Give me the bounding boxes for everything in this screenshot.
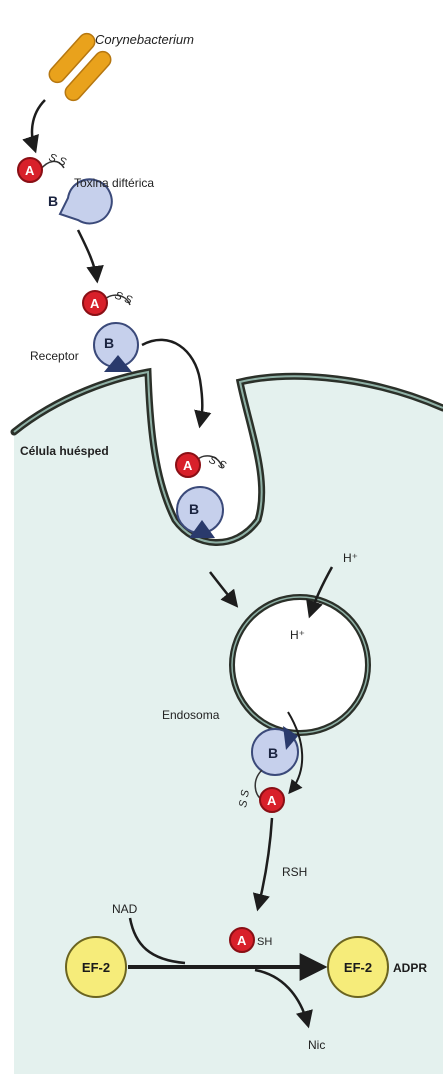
adpr-label: ADPR xyxy=(393,961,427,975)
toxin-in-vesicle: B A S S xyxy=(176,453,228,538)
subunit-b-label: B xyxy=(104,335,114,351)
subunit-b-label: B xyxy=(48,193,58,209)
proton-outside-label: H⁺ xyxy=(343,551,358,565)
nic-label: Nic xyxy=(308,1038,325,1052)
arrow-bacterium-to-toxin xyxy=(32,100,45,150)
reduced-subunit-a-label: A xyxy=(237,933,247,948)
toxin-receptor-complex: B A S S xyxy=(83,290,138,372)
endosome-label: Endosoma xyxy=(162,708,220,722)
ef2-right-label: EF-2 xyxy=(344,960,372,975)
toxin-label: Toxina diftérica xyxy=(74,176,154,190)
proton-inside-label: H⁺ xyxy=(290,628,305,642)
subunit-a-label: A xyxy=(183,458,193,473)
disulfide-label: S S xyxy=(47,152,68,170)
rsh-label: RSH xyxy=(282,865,307,879)
host-cell-label: Célula huésped xyxy=(20,444,109,458)
nad-label: NAD xyxy=(112,902,138,916)
subunit-a-label: A xyxy=(267,793,277,808)
bacterium-label: Corynebacterium xyxy=(95,32,194,47)
sh-label: SH xyxy=(257,936,272,948)
subunit-b-label: B xyxy=(268,745,278,761)
disulfide-label: S S xyxy=(207,454,229,473)
arrow-toxin-to-receptor xyxy=(78,230,97,280)
disulfide-label: S S xyxy=(113,290,134,308)
subunit-b-label: B xyxy=(189,501,199,517)
receptor-label: Receptor xyxy=(30,349,79,363)
subunit-a-label: A xyxy=(25,163,35,178)
ef2-left-label: EF-2 xyxy=(82,960,110,975)
subunit-a-label: A xyxy=(90,296,100,311)
